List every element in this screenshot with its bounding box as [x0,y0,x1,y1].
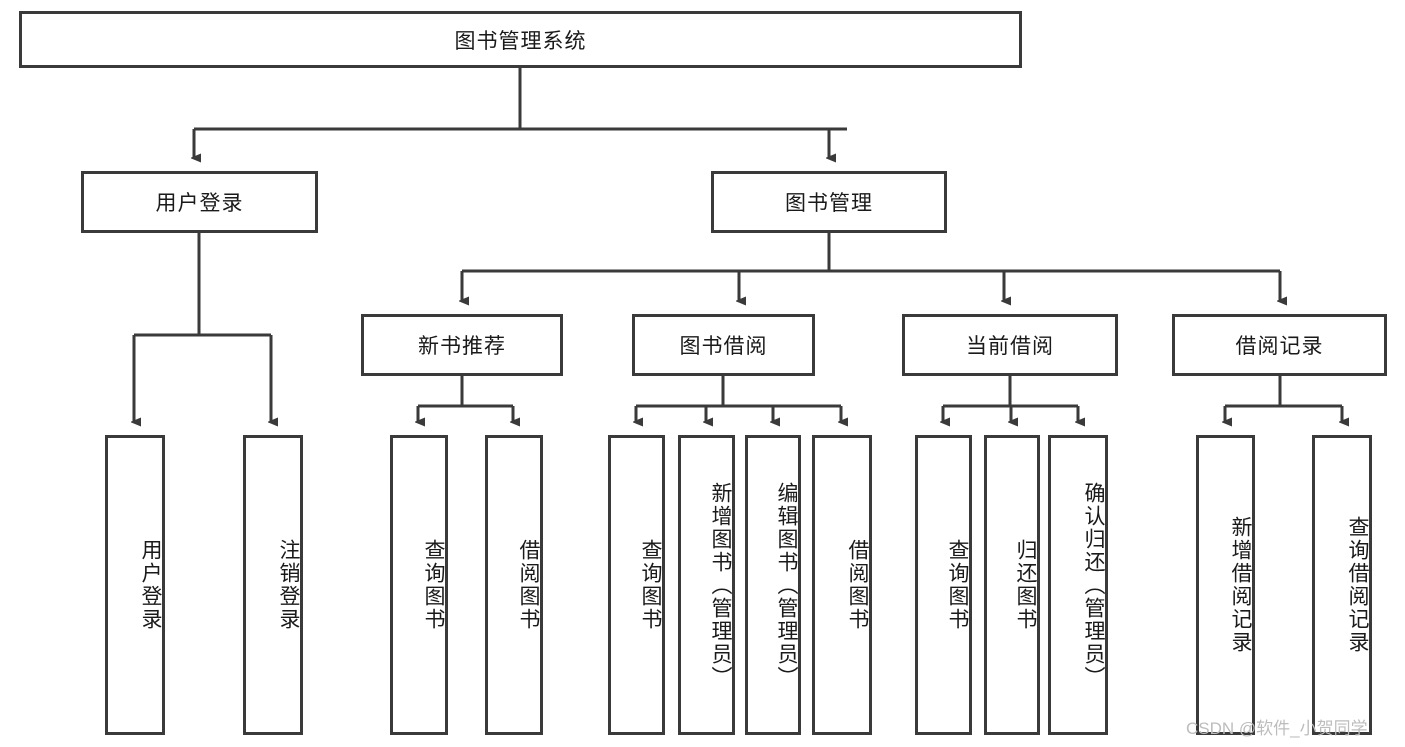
node-label: 归还图书 [1014,539,1037,631]
watermark: CSDN @软件_小贺同学 [1186,719,1368,738]
node-label: 图书借阅 [679,335,768,358]
node-leaf-user-login[interactable]: 用户登录 [105,435,165,735]
node-label: 当前借阅 [966,335,1054,358]
node-book-borrow[interactable]: 图书借阅 [632,314,815,376]
node-leaf-add-book-admin[interactable]: 新增图书（管理员） [678,435,735,735]
node-label: 用户登录 [139,539,162,631]
node-leaf-return-book[interactable]: 归还图书 [984,435,1040,735]
node-label: 图书管理 [785,192,873,215]
node-borrow-record[interactable]: 借阅记录 [1172,314,1387,376]
node-label: 借阅图书 [846,539,869,631]
node-book-manage[interactable]: 图书管理 [711,171,947,233]
node-leaf-query-book-3[interactable]: 查询图书 [915,435,972,735]
node-leaf-query-book-1[interactable]: 查询图书 [390,435,448,735]
node-label: 用户登录 [155,192,244,215]
node-label: 查询图书 [422,539,445,631]
node-label: 借阅图书 [517,539,540,631]
node-label: 编辑图书（管理员） [775,481,798,689]
node-label: 新增借阅记录 [1229,516,1252,654]
node-label: 图书管理系统 [454,29,587,53]
node-leaf-logout[interactable]: 注销登录 [243,435,303,735]
node-leaf-borrow-book-1[interactable]: 借阅图书 [485,435,543,735]
node-root[interactable]: 图书管理系统 [19,11,1022,68]
node-leaf-query-borrow-record[interactable]: 查询借阅记录 [1312,435,1372,735]
node-label: 借阅记录 [1235,335,1324,358]
node-label: 查询图书 [639,539,662,631]
node-label: 注销登录 [277,539,300,631]
node-leaf-edit-book-admin[interactable]: 编辑图书（管理员） [745,435,801,735]
node-label: 查询借阅记录 [1346,516,1369,654]
node-label: 查询图书 [946,539,969,631]
node-current-borrow[interactable]: 当前借阅 [902,314,1118,376]
node-label: 确认归还（管理员） [1082,481,1105,689]
node-new-book-recommend[interactable]: 新书推荐 [361,314,563,376]
node-leaf-query-book-2[interactable]: 查询图书 [608,435,665,735]
node-leaf-confirm-return-admin[interactable]: 确认归还（管理员） [1048,435,1108,735]
node-leaf-borrow-book-2[interactable]: 借阅图书 [812,435,872,735]
node-leaf-add-borrow-record[interactable]: 新增借阅记录 [1196,435,1255,735]
node-label: 新增图书（管理员） [709,481,732,689]
node-label: 新书推荐 [418,335,506,358]
node-user-login[interactable]: 用户登录 [81,171,318,233]
